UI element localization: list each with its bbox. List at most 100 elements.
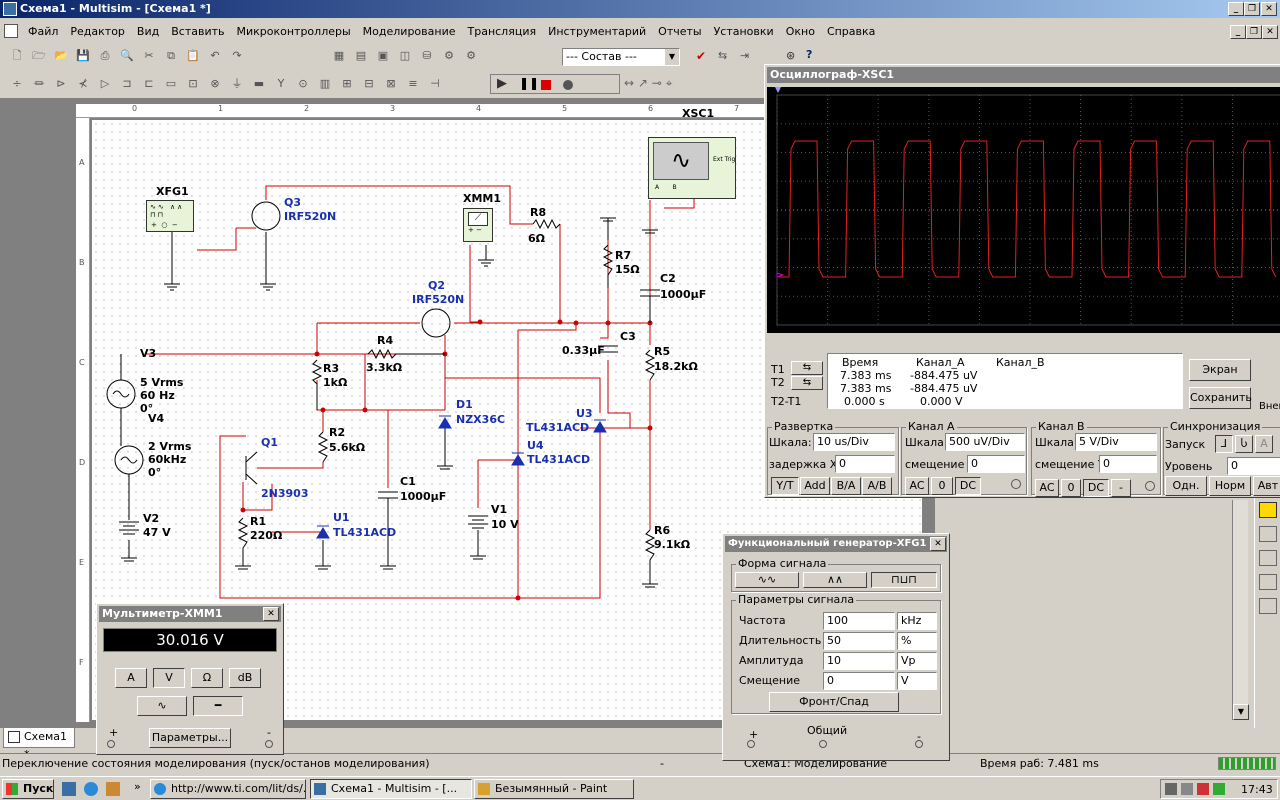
- sine-wave-button[interactable]: ∿∿: [735, 572, 799, 588]
- open-folder-icon[interactable]: 📂: [54, 49, 68, 62]
- multimeter-close-button[interactable]: ✕: [263, 607, 279, 621]
- funcgen-close-button[interactable]: ✕: [930, 537, 946, 551]
- cut-icon[interactable]: ✂: [144, 49, 154, 62]
- instrument-icon[interactable]: [1258, 526, 1277, 542]
- menu-item-8[interactable]: Отчеты: [658, 24, 702, 38]
- paste-icon[interactable]: 📋: [186, 49, 200, 62]
- ladder-icon[interactable]: ≡: [408, 77, 418, 90]
- menu-item-7[interactable]: Инструментарий: [548, 24, 647, 38]
- power-icon[interactable]: ⏚: [231, 77, 243, 90]
- doc-restore-button[interactable]: ❐: [1246, 25, 1262, 39]
- component-wizard-icon[interactable]: ⚙: [444, 49, 454, 62]
- wire-icon[interactable]: ⊣: [430, 77, 440, 90]
- tray-app-icon[interactable]: [1213, 783, 1225, 795]
- rf-icon[interactable]: Y: [277, 77, 285, 90]
- tray-volume-icon[interactable]: [1181, 783, 1193, 795]
- erc-icon[interactable]: ✔: [696, 49, 707, 63]
- chb-zero-button[interactable]: 0: [1061, 479, 1081, 497]
- chb-offset-field[interactable]: 0: [1099, 455, 1157, 473]
- diode-icon[interactable]: ⊳: [56, 77, 66, 90]
- electromech-icon[interactable]: ⊙: [298, 77, 308, 90]
- menu-item-4[interactable]: Микроконтроллеры: [236, 24, 351, 38]
- open-file-icon[interactable]: 🗁: [32, 49, 46, 62]
- task-paint[interactable]: Безымянный - Paint: [474, 779, 634, 799]
- menu-item-0[interactable]: Файл: [28, 24, 59, 38]
- transistor-icon[interactable]: ⊀: [78, 77, 88, 90]
- mode-ab-button[interactable]: A/B: [862, 477, 892, 495]
- funcgen-unit-select[interactable]: %: [897, 632, 937, 650]
- help-icon[interactable]: ?: [806, 48, 813, 61]
- mode-ammeter-button[interactable]: A: [115, 668, 147, 688]
- cmos-icon[interactable]: ⊏: [144, 77, 154, 90]
- mode-voltmeter-button[interactable]: V: [153, 668, 185, 688]
- mode-ohmmeter-button[interactable]: Ω: [191, 668, 223, 688]
- instrument-icon[interactable]: [1258, 550, 1277, 566]
- mixed-icon[interactable]: ⊡: [188, 77, 198, 90]
- misc-icon[interactable]: ▬: [253, 77, 265, 90]
- instrument-icon[interactable]: [1258, 574, 1277, 590]
- sheet-tab[interactable]: Схема1 *: [3, 728, 75, 761]
- multimeter-minus-terminal[interactable]: [265, 740, 273, 748]
- cha-zero-button[interactable]: 0: [931, 477, 953, 495]
- instrument-icon[interactable]: [1258, 502, 1277, 518]
- xsc1-instrument-icon[interactable]: ∿ Ext Trig A B: [648, 137, 736, 199]
- doc-close-button[interactable]: ✕: [1262, 25, 1278, 39]
- multimeter-settings-button[interactable]: Параметры...: [149, 728, 231, 748]
- design-toolbox-icon[interactable]: ▦: [333, 49, 345, 62]
- print-preview-icon[interactable]: 🔍: [120, 49, 134, 62]
- menu-item-5[interactable]: Моделирование: [362, 24, 456, 38]
- save-icon[interactable]: 💾: [76, 49, 90, 62]
- cha-dc-button[interactable]: DC: [955, 477, 981, 495]
- trigger-normal-button[interactable]: Норм: [1209, 476, 1251, 496]
- oscilloscope-screen[interactable]: [767, 87, 1280, 333]
- trigger-falling-button[interactable]: Ⴑ: [1235, 435, 1253, 453]
- mcu-icon[interactable]: ▥: [319, 77, 331, 90]
- square-wave-button[interactable]: ⊓⊔⊓: [871, 572, 937, 588]
- menu-item-11[interactable]: Справка: [826, 24, 876, 38]
- chb-invert-button[interactable]: -: [1111, 479, 1131, 497]
- funcgen-param-field[interactable]: 100: [823, 612, 895, 630]
- mode-db-button[interactable]: dB: [229, 668, 261, 688]
- funcgen-param-field[interactable]: 10: [823, 652, 895, 670]
- start-button[interactable]: Пуск: [2, 779, 54, 799]
- quicklaunch-icon[interactable]: [84, 782, 98, 796]
- indicator-icon[interactable]: ⊗: [210, 77, 220, 90]
- postprocessor-icon[interactable]: ◫: [399, 49, 411, 62]
- hierarchical-icon[interactable]: ⊞: [342, 77, 352, 90]
- database-icon[interactable]: ⛁: [422, 49, 432, 62]
- triangle-wave-button[interactable]: ∧∧: [803, 572, 867, 588]
- menu-item-9[interactable]: Установки: [713, 24, 774, 38]
- funcgen-unit-select[interactable]: kHz: [897, 612, 937, 630]
- spreadsheet-icon[interactable]: ▤: [355, 49, 367, 62]
- grapher-icon[interactable]: ▣: [377, 49, 389, 62]
- pause-icon[interactable]: ❚❚: [519, 76, 540, 90]
- xmm1-instrument-icon[interactable]: ⟋ + −: [463, 208, 493, 242]
- forward-annotate-icon[interactable]: ⇥: [740, 49, 750, 62]
- funcgen-param-field[interactable]: 0: [823, 672, 895, 690]
- redo-icon[interactable]: ↷: [232, 49, 242, 62]
- probe-icon[interactable]: ⊠: [386, 77, 396, 90]
- app-icon[interactable]: [3, 2, 17, 16]
- chb-dc-button[interactable]: DC: [1083, 479, 1109, 497]
- analysis-icon[interactable]: ⚙: [466, 49, 476, 62]
- print-icon[interactable]: ⎙: [100, 49, 110, 62]
- quicklaunch-icon[interactable]: [106, 782, 120, 796]
- dc-mode-button[interactable]: ━: [193, 696, 243, 716]
- funcgen-common-terminal[interactable]: [819, 740, 827, 748]
- digital-icon[interactable]: ▭: [165, 77, 177, 90]
- tray-network-icon[interactable]: [1165, 783, 1177, 795]
- web-icon[interactable]: ⊛: [786, 49, 796, 62]
- chevron-right-icon[interactable]: »: [134, 780, 141, 793]
- funcgen-minus-terminal[interactable]: [915, 740, 923, 748]
- xfg1-instrument-icon[interactable]: ∿∿ ∧∧ ⊓⊓ + ○ −: [146, 200, 194, 232]
- screen-button[interactable]: Экран: [1189, 359, 1251, 381]
- mode-add-button[interactable]: Add: [800, 477, 830, 495]
- trigger-auto-button[interactable]: Авт: [1253, 476, 1280, 496]
- analog-icon[interactable]: ▷: [100, 77, 110, 90]
- cha-scale-field[interactable]: 500 uV/Div: [945, 433, 1025, 451]
- t2-cursor-arrows[interactable]: ⇆: [791, 376, 823, 390]
- undo-icon[interactable]: ↶: [210, 49, 220, 62]
- save-button[interactable]: Сохранить: [1189, 387, 1252, 409]
- cha-ac-button[interactable]: AC: [905, 477, 929, 495]
- tray-app-icon[interactable]: [1197, 783, 1209, 795]
